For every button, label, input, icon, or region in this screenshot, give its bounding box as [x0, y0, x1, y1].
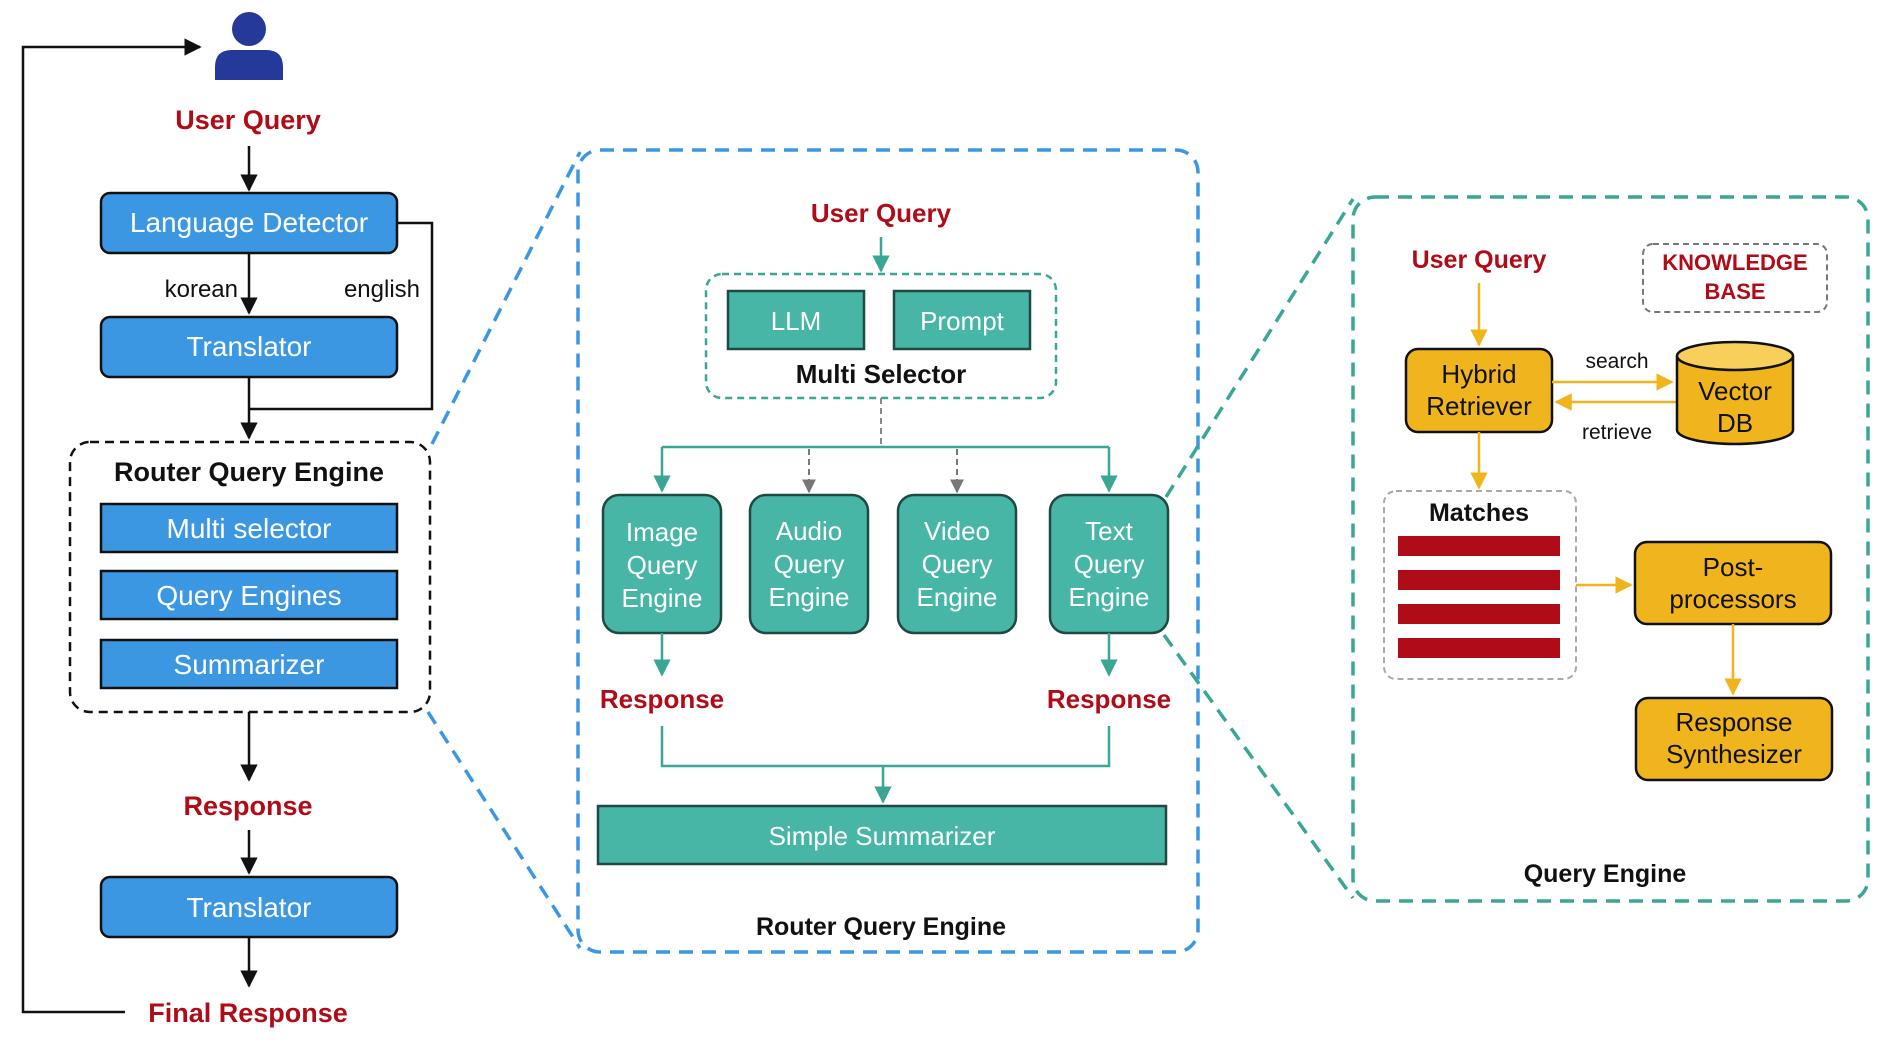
left-pipeline: User Query Language Detector korean engl…: [21, 12, 434, 1028]
language-detector-box: Language Detector: [99, 191, 399, 255]
query-engine-detail-panel: User Query KNOWLEDGE BASE Hybrid Retriev…: [1351, 195, 1870, 903]
svg-text:Post-: Post-: [1703, 552, 1764, 582]
korean-label: korean: [165, 276, 238, 303]
response-left-label: Response: [600, 684, 724, 714]
post-processors-box: Post- processors: [1633, 540, 1833, 626]
response-right-label: Response: [1047, 684, 1171, 714]
svg-text:Query: Query: [774, 549, 845, 579]
svg-text:Response: Response: [1675, 707, 1792, 737]
svg-text:Audio: Audio: [776, 516, 843, 546]
matches-label: Matches: [1429, 499, 1529, 527]
svg-text:DB: DB: [1717, 408, 1753, 438]
svg-text:Image: Image: [626, 517, 698, 547]
simple-summarizer-label: Simple Summarizer: [769, 821, 996, 851]
english-bypass-line: [249, 221, 434, 411]
query-engine-caption: Query Engine: [1524, 860, 1687, 888]
middle-user-query-label: User Query: [811, 198, 952, 228]
user-icon: [215, 12, 283, 80]
svg-text:KNOWLEDGE: KNOWLEDGE: [1662, 250, 1807, 275]
query-engines-item: Query Engines: [156, 580, 341, 611]
svg-text:processors: processors: [1669, 584, 1796, 614]
svg-text:Query: Query: [922, 549, 993, 579]
zoom-line-bottom: [426, 711, 582, 949]
llm-label: LLM: [771, 306, 822, 336]
hybrid-retriever-box: Hybrid Retriever: [1404, 347, 1554, 434]
image-query-engine-box: Image Query Engine: [601, 493, 723, 635]
match-bar: [1398, 570, 1560, 590]
svg-text:Engine: Engine: [622, 583, 703, 613]
user-query-label: User Query: [175, 105, 321, 135]
router-title-label: Router Query Engine: [114, 457, 384, 487]
language-detector-label: Language Detector: [130, 207, 368, 238]
match-bar: [1398, 536, 1560, 556]
translator-top-label: Translator: [186, 331, 311, 362]
final-response-label: Final Response: [148, 998, 348, 1028]
svg-text:Hybrid: Hybrid: [1441, 359, 1516, 389]
translator-bottom-box: Translator: [99, 875, 399, 939]
video-query-engine-box: Video Query Engine: [896, 493, 1018, 635]
translator-bottom-label: Translator: [186, 892, 311, 923]
zoom-line-right-bottom: [1162, 633, 1355, 900]
zoom-line-right-top: [1164, 198, 1355, 498]
svg-text:Query: Query: [627, 550, 698, 580]
router-query-engine-group: Router Query Engine Multi selector Query…: [68, 440, 432, 714]
matches-group: Matches: [1383, 490, 1577, 680]
svg-text:Text: Text: [1085, 516, 1133, 546]
svg-text:Engine: Engine: [1069, 582, 1150, 612]
vector-db-cylinder: Vector DB: [1675, 340, 1795, 446]
english-label: english: [344, 276, 420, 303]
svg-text:Query: Query: [1074, 549, 1145, 579]
text-query-engine-box: Text Query Engine: [1048, 493, 1170, 635]
multi-selector-label: Multi Selector: [796, 359, 966, 389]
simple-summarizer-box: Simple Summarizer: [596, 804, 1168, 866]
svg-text:BASE: BASE: [1704, 279, 1765, 304]
audio-query-engine-box: Audio Query Engine: [748, 493, 870, 635]
router-detail-panel: User Query LLM Prompt Multi Selector Ima…: [576, 148, 1200, 954]
multi-selector-item: Multi selector: [167, 513, 332, 544]
response-label: Response: [183, 791, 312, 821]
prompt-label: Prompt: [920, 306, 1005, 336]
svg-text:Engine: Engine: [917, 582, 998, 612]
svg-text:Video: Video: [924, 516, 990, 546]
retrieve-label: retrieve: [1582, 421, 1652, 444]
loop-back-arrow: [21, 38, 202, 1014]
search-label: search: [1585, 350, 1648, 373]
svg-text:Vector: Vector: [1698, 376, 1772, 406]
match-bar: [1398, 604, 1560, 624]
multi-selector-group: LLM Prompt Multi Selector: [704, 272, 1058, 400]
response-synthesizer-box: Response Synthesizer: [1634, 696, 1834, 782]
router-caption: Router Query Engine: [756, 913, 1006, 941]
knowledge-base-badge: KNOWLEDGE BASE: [1642, 243, 1828, 313]
svg-text:Synthesizer: Synthesizer: [1666, 739, 1802, 769]
translator-top-box: Translator: [99, 315, 399, 379]
svg-text:Retriever: Retriever: [1426, 391, 1532, 421]
zoom-line-top: [430, 151, 582, 445]
summarizer-item: Summarizer: [174, 649, 325, 680]
match-bar: [1398, 638, 1560, 658]
svg-text:Engine: Engine: [769, 582, 850, 612]
right-user-query-label: User Query: [1412, 246, 1547, 274]
